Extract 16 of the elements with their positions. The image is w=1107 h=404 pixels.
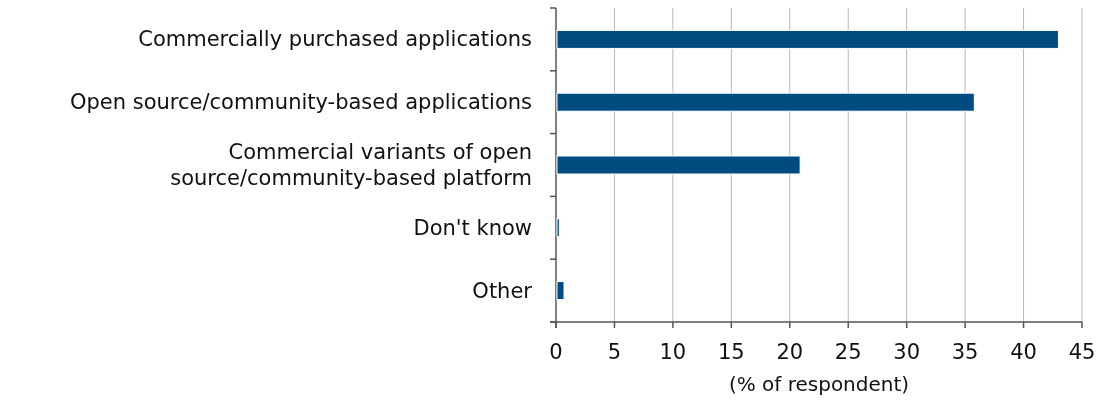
category-label: Commercially purchased applications <box>137 26 532 53</box>
tick-label: 0 <box>549 340 563 364</box>
category-label: Commercial variants of open source/community-based platform <box>169 139 532 191</box>
axis-title: (% of respondent) <box>728 372 910 396</box>
tick-label: 25 <box>834 340 862 364</box>
tick-label: 30 <box>893 340 920 364</box>
tick-label: 40 <box>1010 340 1037 364</box>
category-label: Other <box>471 277 532 304</box>
tick-label: 45 <box>1068 340 1096 364</box>
tick-label: 20 <box>776 340 804 364</box>
category-label: Don't know <box>412 214 532 241</box>
tick-label: 10 <box>659 340 687 364</box>
tick-label: 35 <box>951 340 979 364</box>
tick-label: 15 <box>717 340 745 364</box>
tick-label: 5 <box>607 340 622 364</box>
category-label: Open source/community-based applications <box>68 89 532 116</box>
